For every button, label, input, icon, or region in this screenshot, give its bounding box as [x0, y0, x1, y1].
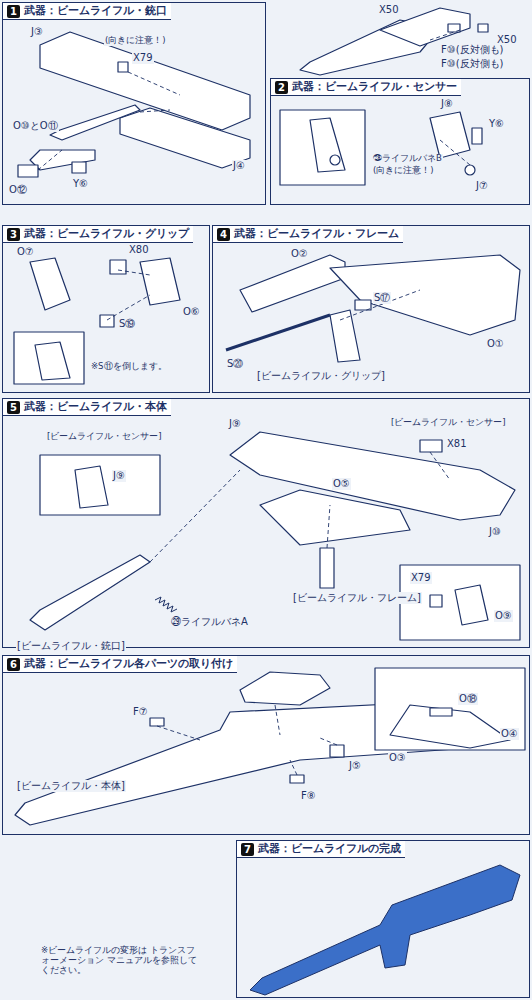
step-title: 武器：ビームライフル各パーツの取り付け [24, 657, 233, 671]
step-heading: 6 武器：ビームライフル各パーツの取り付け [3, 656, 237, 673]
part-callout: ㉙ライフルバネA [170, 616, 249, 628]
step-heading: 4 武器：ビームライフル・フレーム [213, 226, 403, 243]
part-callout: X79 [132, 52, 154, 64]
step-number: 7 [241, 843, 254, 856]
step-title: 武器：ビームライフル・センサー [292, 80, 457, 94]
part-callout: S⑰ [373, 292, 391, 304]
part-callout: F⑦ [132, 706, 149, 718]
part-callout: O⑱ [458, 693, 478, 705]
part-callout: O⑨ [494, 610, 513, 622]
part-callout: F⑩(反対側も) [440, 44, 505, 56]
part-callout: O⑦ [16, 246, 35, 258]
step-heading: 2 武器：ビームライフル・センサー [271, 79, 461, 96]
step-heading: 5 武器：ビームライフル・本体 [3, 399, 171, 416]
step-title: 武器：ビームライフル・グリップ [24, 227, 189, 241]
part-callout: [ビームライフル・銃口] [16, 640, 126, 652]
part-callout: J⑩ [488, 526, 502, 538]
part-callout: O⑥ [182, 306, 201, 318]
part-callout: O⑫ [8, 184, 28, 196]
part-callout: ㉘ライフルバネB [372, 154, 443, 164]
part-callout: Y⑥ [488, 118, 505, 130]
part-callout: (向きに注意！) [372, 166, 435, 176]
part-callout: ※ビームライフルの変形は トランスフォーメーション マニュアルを参照してください… [40, 946, 202, 975]
part-callout: O③ [388, 752, 407, 764]
part-callout: [ビームライフル・フレーム] [292, 592, 422, 604]
part-callout: X80 [128, 244, 150, 256]
part-callout: Y⑥ [72, 178, 89, 190]
step-number: 1 [7, 5, 20, 18]
part-callout: J⑨ [228, 418, 242, 430]
part-callout: J⑨ [112, 470, 126, 482]
step-heading: 7 武器：ビームライフルの完成 [237, 841, 405, 858]
step-title: 武器：ビームライフルの完成 [258, 842, 401, 856]
part-callout: X79 [410, 572, 432, 584]
part-callout: [ビームライフル・グリップ] [256, 370, 386, 382]
part-callout: (向きに注意！) [104, 36, 167, 46]
part-callout: [ビームライフル・センサー] [390, 418, 507, 428]
part-callout: O① [486, 338, 505, 350]
step-number: 6 [7, 658, 20, 671]
part-callout: J⑤ [348, 760, 362, 772]
part-callout: X50 [378, 4, 400, 16]
part-callout: J④ [232, 160, 246, 172]
part-callout: ※S⑪を倒します。 [90, 362, 168, 372]
step-panel: 2 武器：ビームライフル・センサー [270, 78, 530, 205]
part-callout: X81 [446, 438, 468, 450]
part-callout: J⑧ [440, 98, 454, 110]
step-panel: 4 武器：ビームライフル・フレーム [212, 225, 530, 393]
step-number: 2 [275, 81, 288, 94]
part-callout: O⑩とO⑪ [12, 120, 59, 132]
part-callout: O⑤ [332, 478, 351, 490]
part-callout: [ビームライフル・センサー] [46, 432, 163, 442]
part-callout: O② [290, 248, 309, 260]
part-callout: F⑩(反対側も) [440, 58, 505, 70]
part-callout: [ビームライフル・本体] [16, 780, 126, 792]
part-callout: O④ [500, 728, 519, 740]
step-heading: 3 武器：ビームライフル・グリップ [3, 226, 193, 243]
step-title: 武器：ビームライフル・本体 [24, 400, 167, 414]
step-panel: 7 武器：ビームライフルの完成 [236, 840, 530, 998]
part-callout: S⑳ [226, 358, 244, 370]
step-number: 4 [217, 228, 230, 241]
step-panel: 6 武器：ビームライフル各パーツの取り付け [2, 655, 530, 835]
part-callout: F⑧ [300, 790, 317, 802]
part-callout: J⑦ [475, 180, 489, 192]
step-title: 武器：ビームライフル・銃口 [24, 4, 167, 18]
step-heading: 1 武器：ビームライフル・銃口 [3, 3, 171, 20]
step-number: 3 [7, 228, 20, 241]
part-callout: J③ [30, 26, 44, 38]
part-callout: S⑲ [118, 318, 136, 330]
step-number: 5 [7, 401, 20, 414]
step-title: 武器：ビームライフル・フレーム [234, 227, 399, 241]
